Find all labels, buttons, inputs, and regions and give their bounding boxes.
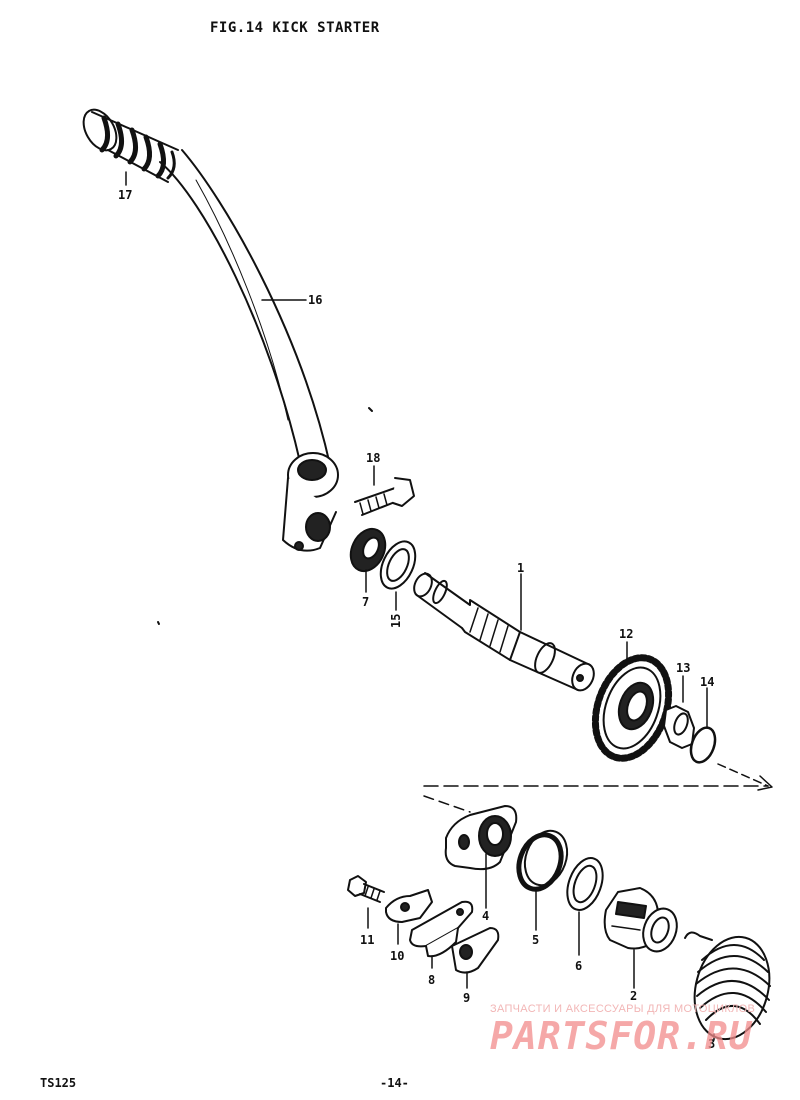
page-number: -14- bbox=[380, 1076, 409, 1090]
stopper-guide bbox=[451, 927, 500, 974]
stopper-bolt bbox=[347, 875, 385, 903]
kick-starter-gear bbox=[591, 654, 673, 762]
part-label: 7 bbox=[362, 595, 369, 609]
kick-rubber-grip bbox=[82, 108, 179, 183]
part-label: 6 bbox=[575, 959, 582, 973]
part-label: 17 bbox=[118, 188, 132, 202]
part-label: 4 bbox=[482, 909, 489, 923]
stopper-plate bbox=[409, 900, 474, 958]
circlip bbox=[689, 726, 717, 764]
lever-bolt bbox=[354, 477, 415, 516]
lock-washer bbox=[385, 889, 433, 923]
part-label: 10 bbox=[390, 949, 404, 963]
part-label: 5 bbox=[532, 933, 539, 947]
part-label: 14 bbox=[700, 675, 714, 689]
part-label: 18 bbox=[366, 451, 380, 465]
part-label: 13 bbox=[676, 661, 690, 675]
kick-lever bbox=[159, 149, 339, 552]
kick-spring bbox=[684, 931, 771, 1041]
part-label: 9 bbox=[463, 991, 470, 1005]
model-code: TS125 bbox=[40, 1076, 77, 1090]
part-label: 2 bbox=[630, 989, 637, 1003]
washer bbox=[379, 540, 417, 590]
spacer-washer bbox=[566, 857, 604, 911]
part-label: 15 bbox=[389, 614, 403, 628]
part-label: 8 bbox=[428, 973, 435, 987]
return-spring bbox=[516, 829, 569, 892]
watermark-brand: PARTSFOR.RU bbox=[490, 1014, 753, 1058]
part-label: 3 bbox=[708, 1037, 715, 1051]
figure-title: FIG.14 KICK STARTER bbox=[210, 20, 380, 36]
part-label: 11 bbox=[360, 933, 374, 947]
oil-seal bbox=[349, 527, 387, 573]
kick-starter-shaft bbox=[413, 572, 595, 692]
kick-pawl bbox=[603, 887, 678, 953]
part-label: 12 bbox=[619, 627, 633, 641]
watermark-tagline: ЗАПЧАСТИ И АКСЕССУАРЫ ДЛЯ МОТОЦИКЛОВ bbox=[490, 1003, 756, 1015]
part-label: 1 bbox=[517, 561, 524, 575]
part-label: 16 bbox=[308, 293, 322, 307]
gear-washer bbox=[663, 705, 695, 749]
part-labels: 17 16 18 7 15 1 12 13 14 4 5 6 2 3 11 10… bbox=[118, 188, 715, 1051]
guide-plate bbox=[444, 805, 518, 871]
